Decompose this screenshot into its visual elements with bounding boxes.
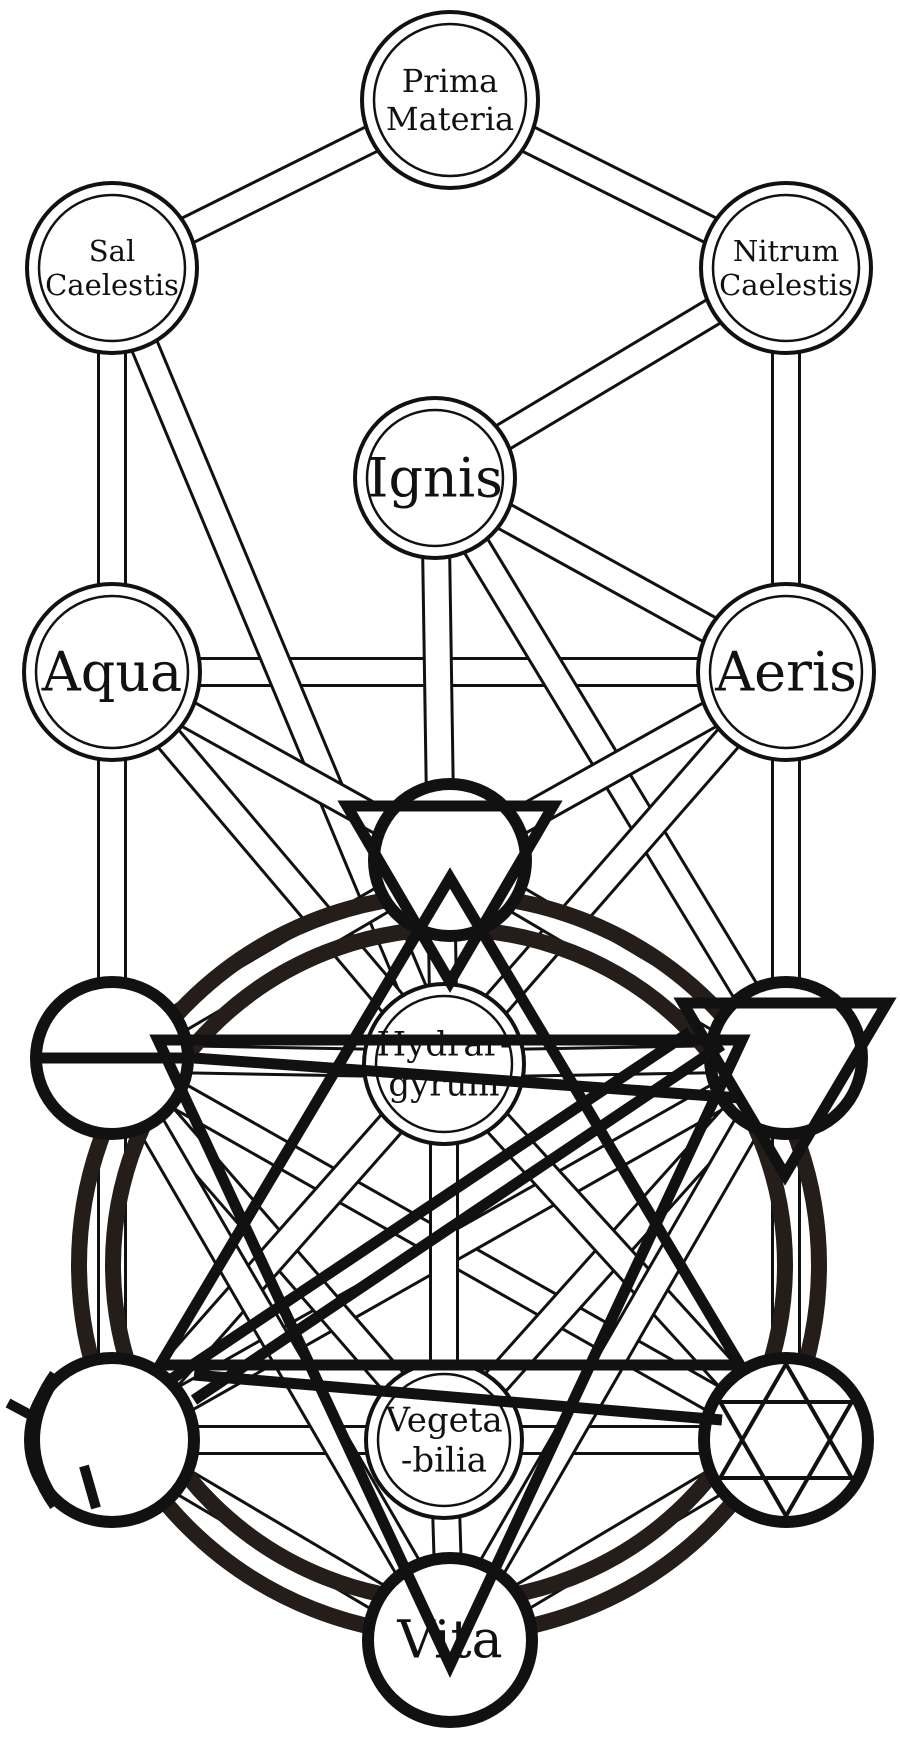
star-triangle-up (150, 867, 750, 1371)
node-label: Nitrum (733, 234, 839, 268)
crescent-moon-icon (5, 1370, 101, 1510)
node-label: Vegeta (384, 1401, 502, 1441)
nodes: PrimaMateriaSalCaelestisNitrumCaelestisI… (5, 10, 876, 1728)
node-hexagram-symbol (698, 1352, 874, 1528)
node-hydrargyrum: Hydrar-gyrum (362, 982, 526, 1146)
node-aeris: Aeris (696, 582, 876, 762)
node-label: Aeris (714, 640, 857, 703)
band-moon-earth (190, 1040, 726, 1405)
node-moon-symbol (5, 1352, 200, 1528)
node-label: Caelestis (45, 268, 179, 302)
node-label: Caelestis (719, 268, 853, 302)
node-vegetabilia: Vegeta-bilia (364, 1360, 524, 1520)
down-triangle-icon (337, 800, 563, 993)
star-triangle-down (149, 1034, 751, 1678)
node-label: Aqua (41, 640, 183, 703)
node-label: Ignis (367, 446, 503, 509)
node-ignis: Ignis (353, 396, 517, 560)
down-triangle-icon (673, 997, 897, 1186)
band-moon-hexagram (193, 1369, 723, 1426)
node-vita: Vita (362, 1552, 538, 1728)
node-label: -bilia (401, 1441, 487, 1481)
symbol-overlay (149, 800, 897, 1678)
node-aqua: Aqua (22, 582, 202, 762)
node-label: Prima (402, 62, 498, 100)
node-label: Sal (89, 234, 135, 268)
band-moon-earth-inner (166, 1027, 694, 1385)
hexagram-icon (716, 1359, 856, 1521)
node-label: Materia (386, 100, 514, 138)
